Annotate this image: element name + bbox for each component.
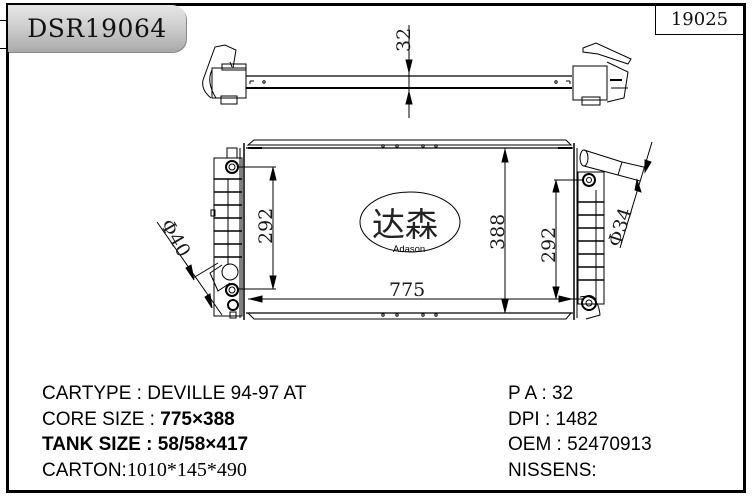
frame-tick [0,48,8,49]
inlet-diameter-dim: Φ40 [156,216,195,261]
drawing-frame [6,3,746,493]
outlet-diameter-dim: Φ34 [604,205,637,250]
left-tank-dim: 292 [255,208,277,244]
spec-tank-size: TANK SIZE : 58/58×417 [42,434,249,455]
adason-logo: 达森 Adason [359,191,461,255]
left-tank: 292 Φ40 [156,143,277,320]
reference-code-box: 19025 [655,5,743,35]
right-tank: 292 Φ34 [538,141,653,320]
core-height-dim: 388 [487,214,509,250]
spec-core-size: CORE SIZE : 775×388 [42,408,235,430]
top-view: 32 [202,25,632,118]
front-view: 292 Φ40 [156,139,653,320]
specs-left: CARTYPE : DEVILLE 94-97 AT CORE SIZE : 7… [42,381,306,483]
reference-code: 19025 [670,9,729,30]
right-tank-top [572,42,632,106]
core-width-dim: 775 [389,279,425,301]
spec-pa: P A : 32 [508,383,574,404]
specs-right: P A : 32 DPI : 1482 OEM : 52470913 NISSE… [508,381,652,483]
left-tank-top [202,44,247,105]
spec-cartype: CARTYPE : DEVILLE 94-97 AT [42,383,307,404]
right-tank-dim: 292 [538,227,560,263]
logo-chinese: 达森 [372,205,438,244]
spec-nissens: NISSENS: [508,459,597,481]
spec-oem: OEM : 52470913 [508,434,652,455]
spec-dpi: DPI : 1482 [508,408,598,430]
model-code-badge: DSR19064 [8,5,186,52]
spec-carton: CARTON:1010*145*490 [42,458,247,481]
frame-tick [0,20,8,21]
logo-brand: Adason [393,244,425,255]
model-code: DSR19064 [27,14,167,43]
thickness-dim: 32 [393,28,415,52]
